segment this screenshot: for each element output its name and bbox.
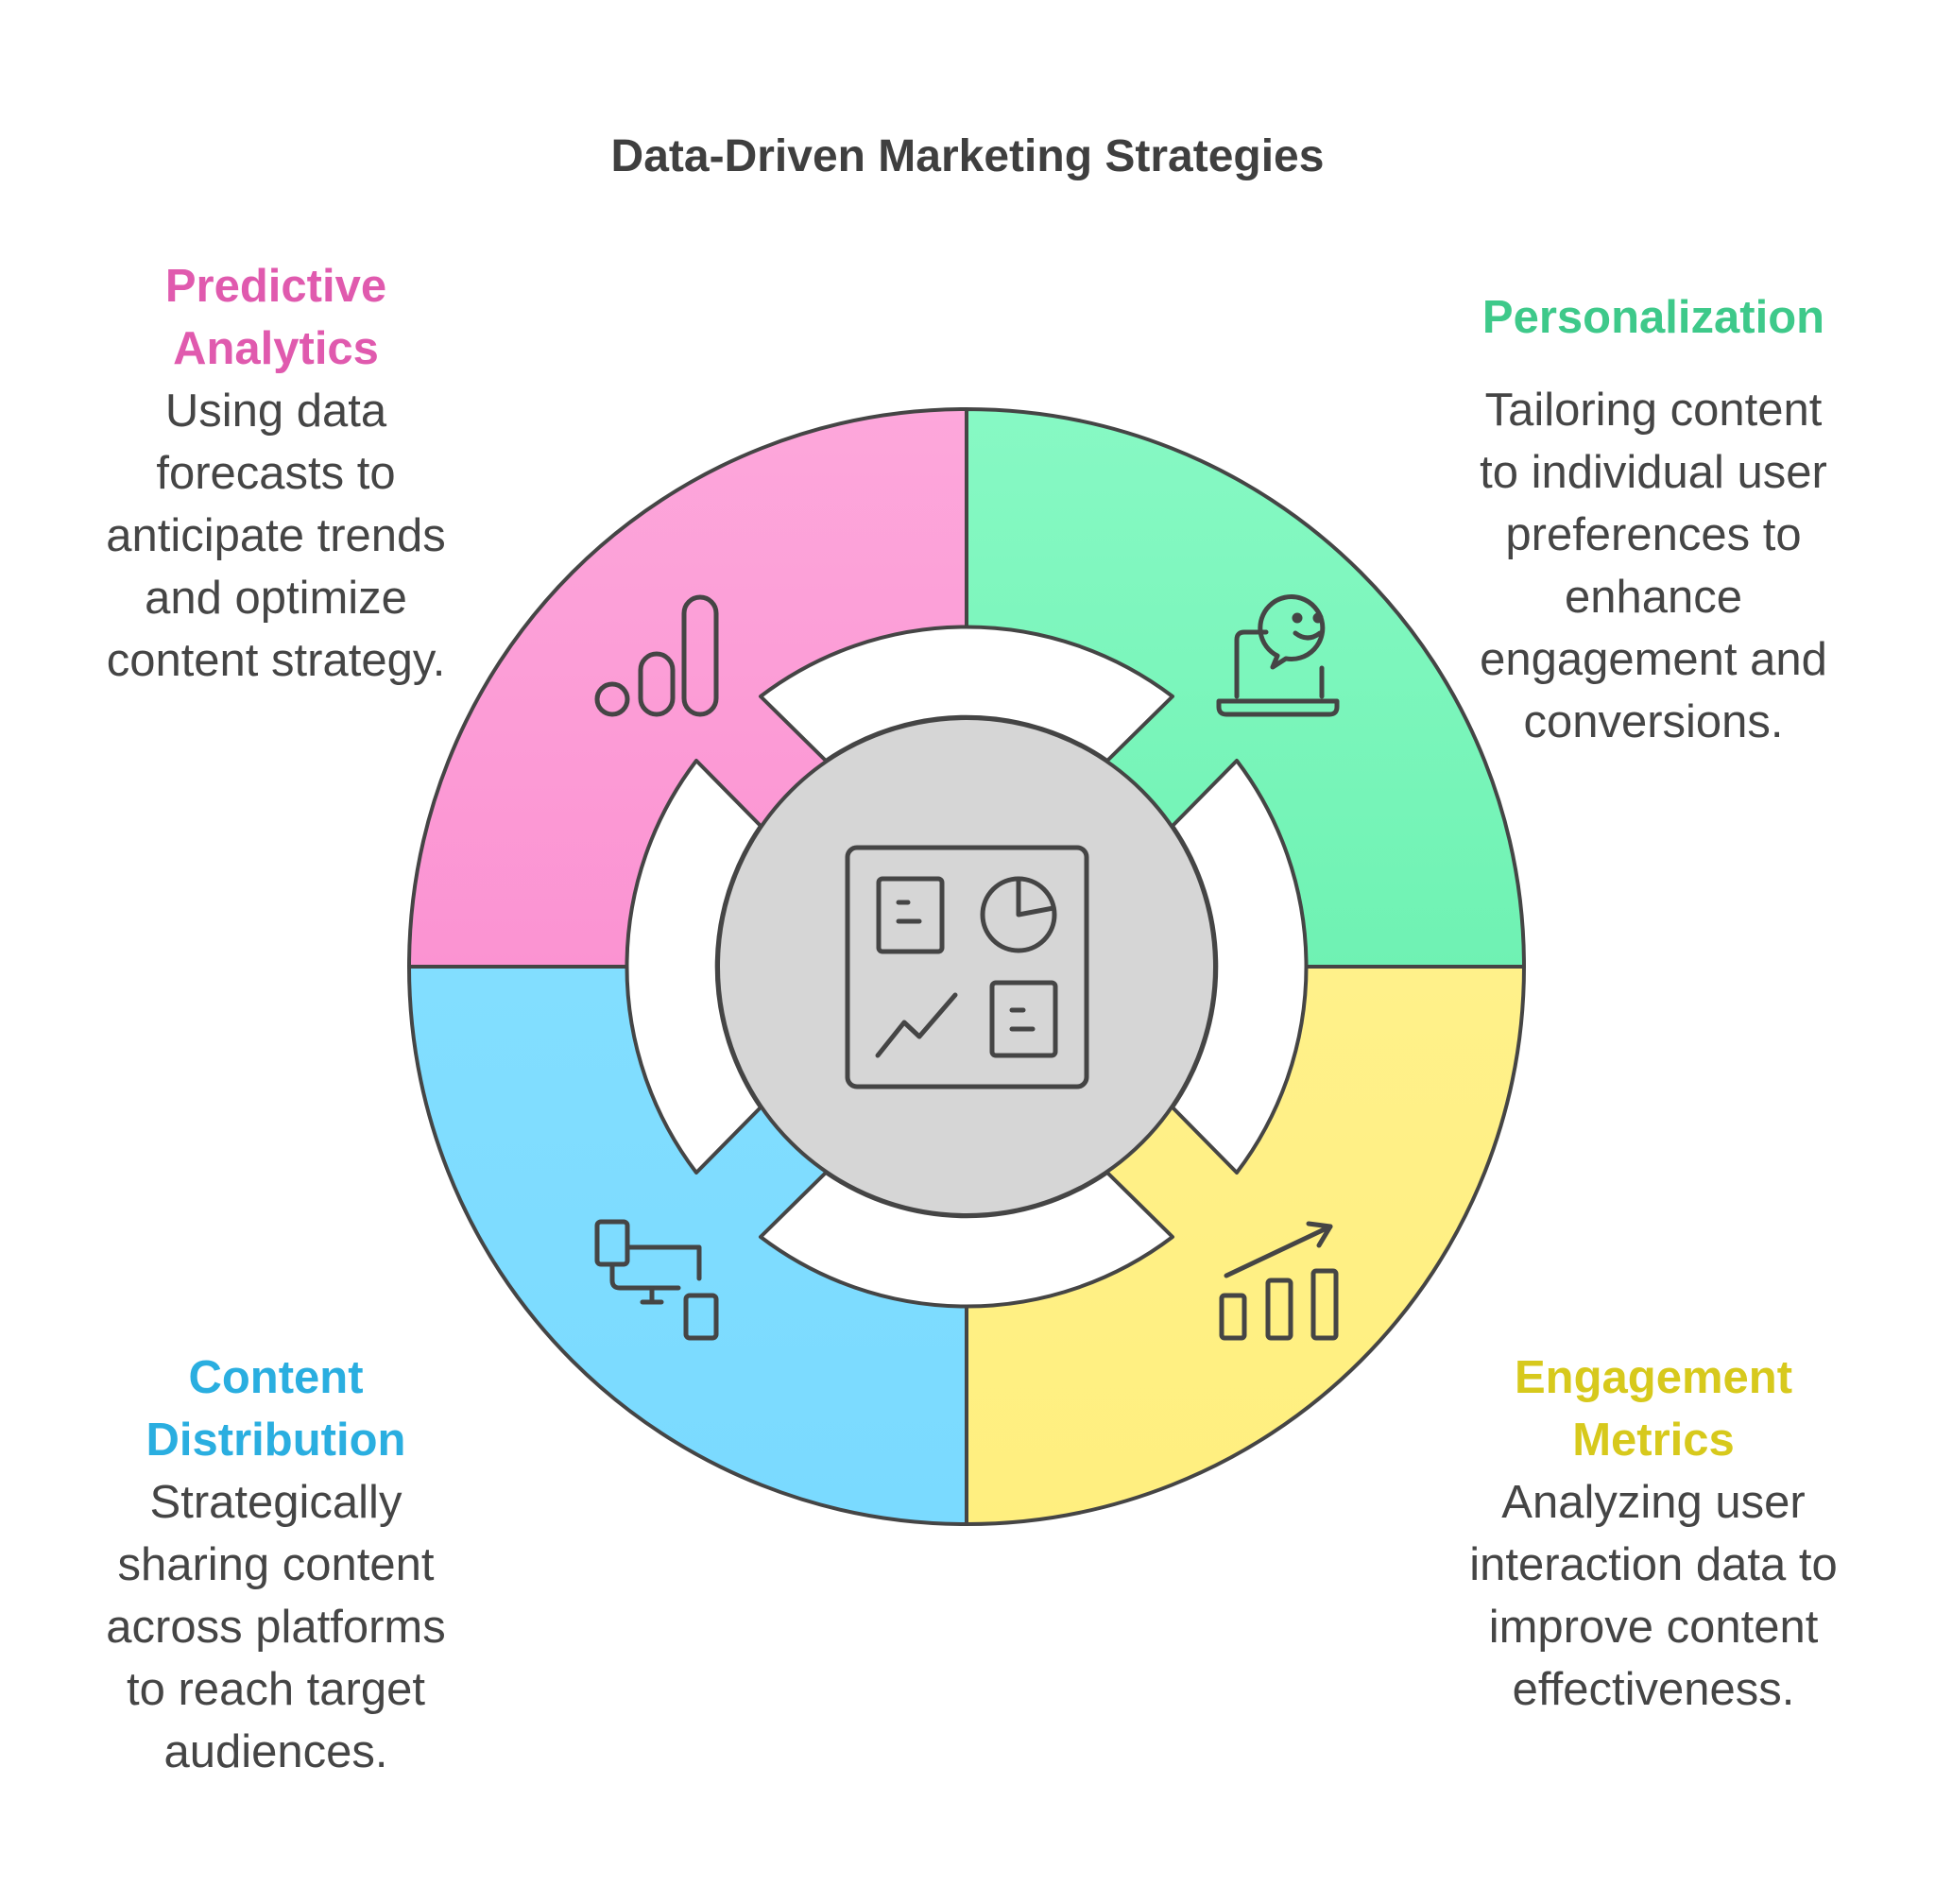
predictive-analytics-description: Using data forecasts to anticipate trend… — [106, 386, 446, 686]
predictive-analytics-title: Predictive Analytics — [164, 261, 387, 374]
content-distribution-description: Strategically sharing content across pla… — [106, 1477, 446, 1777]
personalization-title: Personalization — [1481, 292, 1825, 343]
engagement-metrics-description: Analyzing user interaction data to impro… — [1469, 1477, 1838, 1715]
devices-icon — [594, 1219, 719, 1341]
engagement-metrics-title: Engagement Metrics — [1514, 1352, 1793, 1466]
personalization-description: Tailoring content to individual user pre… — [1480, 385, 1827, 747]
center-circle — [716, 716, 1217, 1217]
growth-chart-icon — [1219, 1221, 1339, 1341]
block-predictive-analytics: Predictive Analytics Using data forecast… — [68, 255, 484, 692]
dashboard-icon — [845, 845, 1089, 1089]
block-content-distribution: Content Distribution Strategically shari… — [68, 1347, 484, 1783]
block-personalization: Personalization Tailoring content to ind… — [1446, 286, 1861, 753]
content-distribution-title: Content Distribution — [146, 1352, 406, 1466]
page-title: Data-Driven Marketing Strategies — [610, 131, 1325, 181]
block-engagement-metrics: Engagement Metrics Analyzing user intera… — [1446, 1347, 1861, 1721]
laptop-chat-icon — [1216, 594, 1340, 717]
bar-chart-icon — [594, 594, 719, 717]
